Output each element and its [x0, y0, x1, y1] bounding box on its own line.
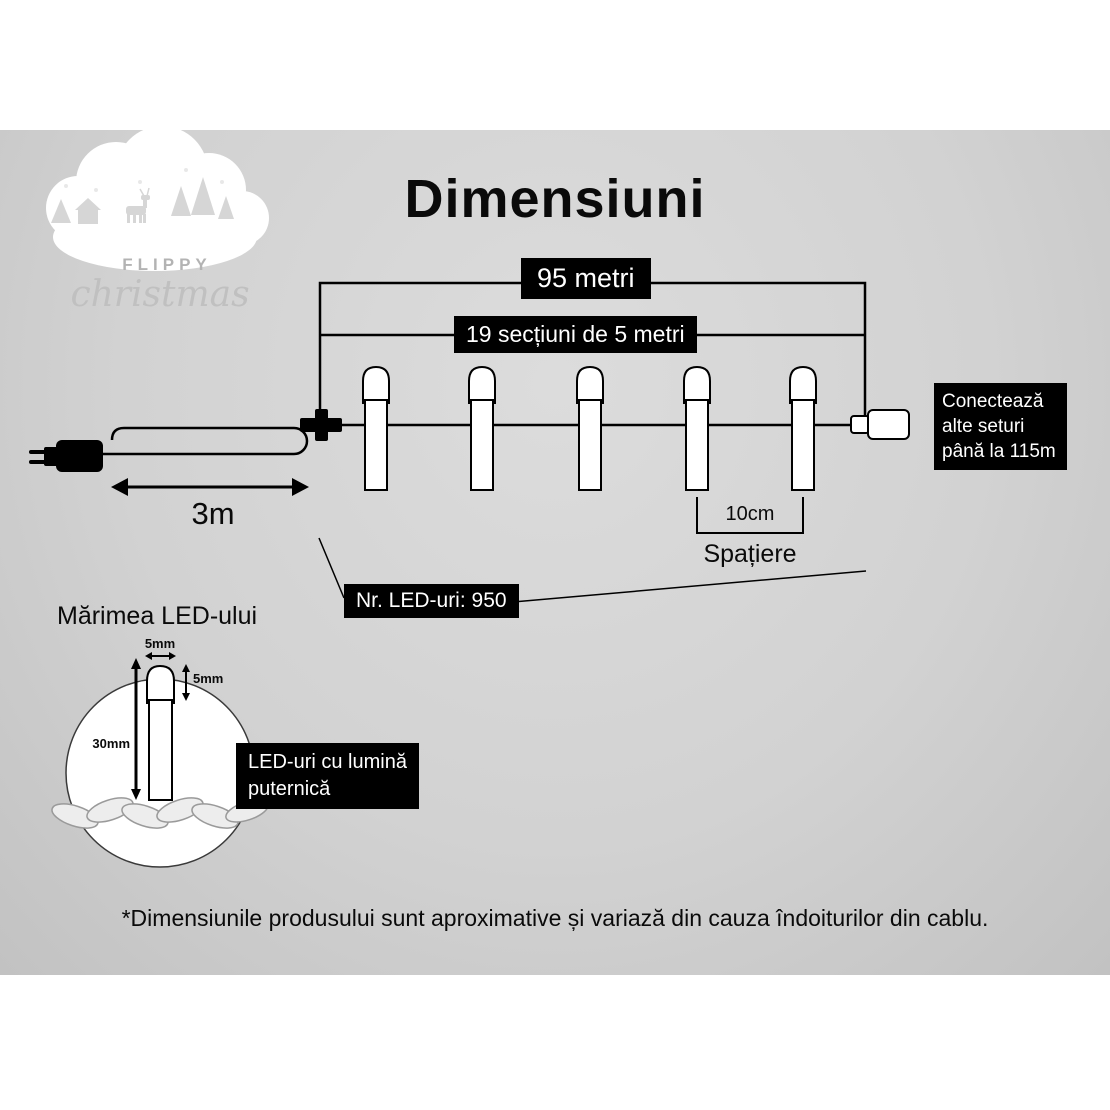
power-plug-icon — [29, 440, 103, 472]
brand-script: christmas — [70, 274, 250, 315]
led-detail-drawing — [146, 664, 175, 801]
brand-name: FLIPPY — [122, 255, 212, 274]
total-length-label: 95 metri — [521, 258, 651, 299]
callout-lines — [318, 537, 867, 603]
spacing-bracket — [696, 497, 804, 534]
led-bulb — [576, 365, 604, 491]
snow-dots — [64, 168, 224, 192]
dimension-arrows — [131, 652, 190, 800]
led-bulb — [683, 365, 711, 491]
page-title: Dimensiuni — [404, 169, 706, 229]
inline-connector-icon — [300, 409, 342, 441]
led-count-label: Nr. LED-uri: 950 — [344, 584, 519, 618]
led-length-label: 30mm — [92, 736, 130, 751]
footnote: *Dimensiunile produsului sunt aproximati… — [121, 905, 989, 931]
led-bulb — [789, 365, 817, 491]
led-width-label: 5mm — [144, 636, 176, 651]
bright-led-note-label: LED-uri cu lumină puternică — [236, 743, 419, 809]
spacing-caption: Spațiere — [703, 540, 797, 568]
led-tip-height-label: 5mm — [193, 671, 224, 686]
led-string — [362, 365, 817, 491]
spacing-value-label: 10cm — [725, 503, 775, 525]
winter-scene-icon — [51, 177, 234, 224]
lead-length-arrow — [111, 478, 309, 496]
sections-label: 19 secțiuni de 5 metri — [454, 316, 697, 353]
end-connector-icon — [850, 409, 910, 440]
connect-note-label: Conectează alte seturi până la 115m — [934, 383, 1067, 470]
led-bulb — [362, 365, 390, 491]
lead-wire-coil — [100, 426, 309, 456]
logo-cloud-illustration — [46, 126, 269, 271]
led-bulb — [468, 365, 496, 491]
lead-length-label: 3m — [191, 496, 235, 531]
led-size-title: Mărimea LED-ului — [57, 602, 258, 630]
